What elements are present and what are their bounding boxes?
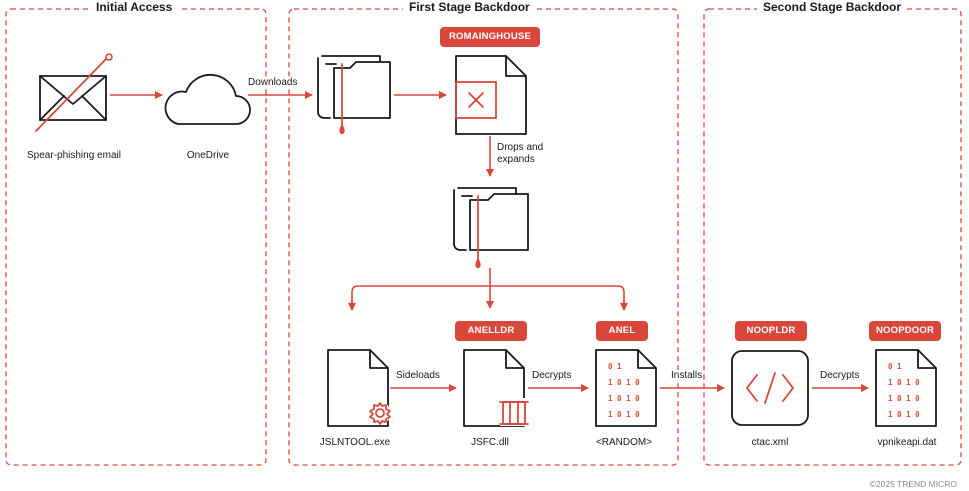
dat-binary-document-icon: 0 1 1 0 1 0 1 0 1 0 1 0 1 0 [875, 349, 937, 427]
badge-anelldr: ANELLDR [455, 321, 527, 341]
exe-document-icon [327, 349, 391, 427]
badge-noopldr: NOOPLDR [735, 321, 807, 341]
dll-document-icon [463, 349, 529, 427]
code-box-icon [731, 350, 809, 426]
email-icon [35, 53, 113, 132]
binary-row: 1 0 1 0 [608, 378, 640, 387]
badge-romainghouse: ROMAINGHOUSE [440, 27, 540, 47]
edge-label-decrypts-1: Decrypts [532, 370, 572, 382]
folder-icon-expanded [453, 187, 529, 268]
section-box-second-stage [703, 8, 962, 466]
label-spear-phishing-email: Spear-phishing email [27, 150, 121, 161]
section-title-second-stage: Second Stage Backdoor [757, 0, 908, 14]
binary-row: 1 0 1 0 [608, 410, 640, 419]
section-box-initial-access [5, 8, 267, 466]
binary-document-icon: 0 1 1 0 1 0 1 0 1 0 1 0 1 0 [595, 349, 657, 427]
edge-label-sideloads: Sideloads [396, 370, 440, 382]
copyright-notice: ©2025 TREND MICRO [869, 479, 957, 489]
binary-row: 1 0 1 0 [888, 394, 920, 403]
romainghouse-document-icon [455, 55, 527, 135]
label-jslntool: JSLNTOOL.exe [319, 437, 391, 448]
cloud-icon [164, 74, 251, 125]
label-onedrive: OneDrive [186, 150, 230, 161]
binary-row: 0 1 [608, 362, 622, 371]
binary-row: 1 0 1 0 [608, 394, 640, 403]
label-vpnikeapi: vpnikeapi.dat [877, 437, 937, 448]
label-random: <RANDOM> [595, 437, 653, 448]
badge-noopdoor: NOOPDOOR [869, 321, 941, 341]
edge-label-decrypts-2: Decrypts [820, 370, 860, 382]
folder-icon [317, 55, 391, 134]
arrow-branch [351, 285, 625, 308]
label-jsfc: JSFC.dll [471, 437, 509, 448]
edge-label-drops-and-expands: Drops and expands [497, 142, 544, 165]
badge-anel: ANEL [596, 321, 648, 341]
binary-row: 0 1 [888, 362, 902, 371]
binary-row: 1 0 1 0 [888, 378, 920, 387]
section-title-first-stage: First Stage Backdoor [403, 0, 536, 14]
label-ctac: ctac.xml [751, 437, 789, 448]
section-title-initial-access: Initial Access [90, 0, 179, 14]
edge-label-downloads: Downloads [248, 77, 298, 89]
edge-label-installs: Installs [671, 370, 703, 382]
binary-row: 1 0 1 0 [888, 410, 920, 419]
